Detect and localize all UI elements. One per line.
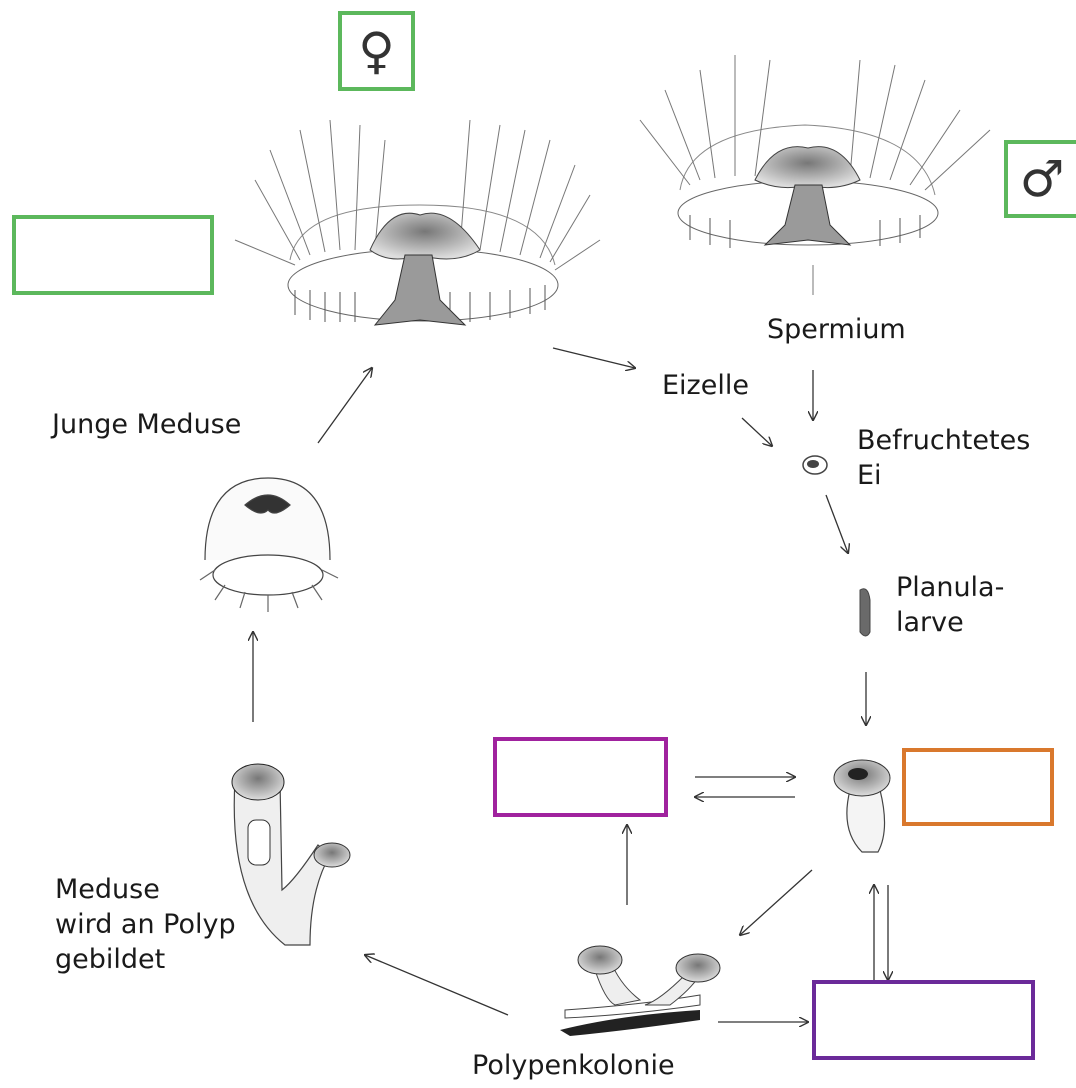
label-meduse-polyp: Meduse wird an Polyp gebildet xyxy=(55,872,236,977)
label-planula-larve: Planula- larve xyxy=(896,570,1004,640)
label-eizelle: Eizelle xyxy=(662,368,749,403)
arrow-eizelle-to-egg xyxy=(742,418,772,446)
female-symbol-icon: ♀ xyxy=(358,22,395,80)
arrow-egg-to-planula xyxy=(826,495,848,553)
arrow-polyp-to-colony xyxy=(740,870,812,935)
blank-box-purple[interactable] xyxy=(812,980,1035,1060)
blank-box-medusa[interactable] xyxy=(12,215,214,295)
single-polyp-drawing xyxy=(834,760,890,852)
polyp-colony-drawing xyxy=(560,946,720,1036)
label-befruchtetes-ei: Befruchtetes Ei xyxy=(857,423,1030,493)
male-symbol-box: ♂ xyxy=(1004,140,1076,218)
cycle-arrows xyxy=(253,348,888,1022)
fertilized-egg-drawing xyxy=(803,456,827,474)
young-medusa-drawing xyxy=(200,478,338,612)
male-medusa-drawing xyxy=(640,55,990,295)
budding-polyp-drawing xyxy=(232,764,350,945)
arrow-medusa-to-eizelle xyxy=(553,348,635,368)
label-polypenkolonie: Polypenkolonie xyxy=(472,1048,675,1083)
female-symbol-box: ♀ xyxy=(338,11,415,91)
blank-box-orange[interactable] xyxy=(902,748,1054,826)
arrow-colony-to-budding xyxy=(365,955,508,1015)
male-symbol-icon: ♂ xyxy=(1020,150,1065,208)
label-spermium: Spermium xyxy=(767,312,906,347)
female-medusa-drawing xyxy=(235,120,600,325)
label-junge-meduse: Junge Meduse xyxy=(52,407,241,442)
planula-larva-drawing xyxy=(860,589,870,636)
arrow-young-to-medusa xyxy=(318,368,372,443)
blank-box-magenta[interactable] xyxy=(493,737,668,817)
